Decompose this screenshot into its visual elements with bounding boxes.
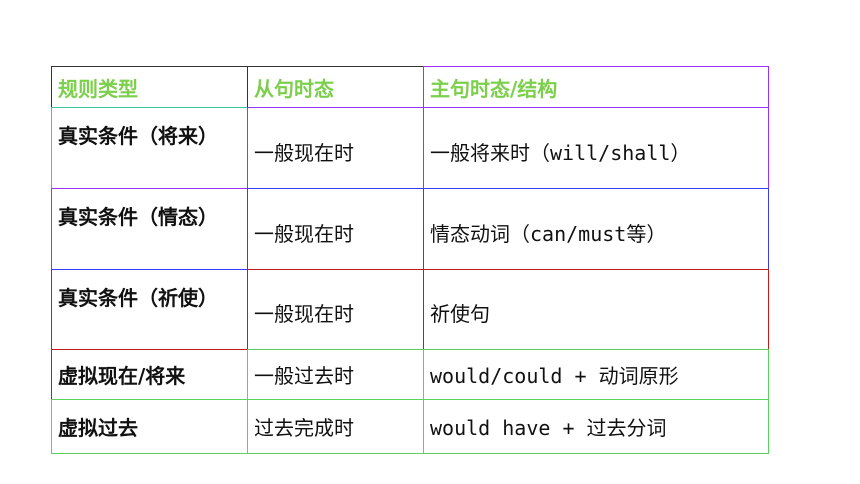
header-cell-rule-type: 规则类型	[51, 66, 248, 108]
table-cell-type: 虚拟过去	[51, 399, 248, 454]
header-cell-main-tense: 主句时态/结构	[423, 66, 769, 108]
grammar-rules-table: 规则类型 从句时态 主句时态/结构 真实条件（将来） 一般现在时 一般将来时（w…	[51, 66, 769, 454]
table-cell-main: 祈使句	[423, 269, 769, 350]
table-cell-clause: 过去完成时	[247, 399, 424, 454]
table-cell-main: 一般将来时（will/shall）	[423, 107, 769, 189]
table-cell-clause: 一般现在时	[247, 188, 424, 270]
table-cell-main: would have + 过去分词	[423, 399, 769, 454]
header-label: 从句时态	[254, 76, 334, 101]
table-cell-type: 真实条件（祈使）	[51, 269, 248, 350]
table-cell-main: would/could + 动词原形	[423, 349, 769, 400]
table-cell-type: 真实条件（情态）	[51, 188, 248, 270]
header-label: 规则类型	[58, 76, 138, 101]
header-label: 主句时态/结构	[430, 76, 558, 101]
table-cell-clause: 一般现在时	[247, 269, 424, 350]
table-cell-clause: 一般现在时	[247, 107, 424, 189]
table-cell-type: 虚拟现在/将来	[51, 349, 248, 400]
table-cell-type: 真实条件（将来）	[51, 107, 248, 189]
table-cell-clause: 一般过去时	[247, 349, 424, 400]
table-cell-main: 情态动词（can/must等）	[423, 188, 769, 270]
header-cell-clause-tense: 从句时态	[247, 66, 424, 108]
